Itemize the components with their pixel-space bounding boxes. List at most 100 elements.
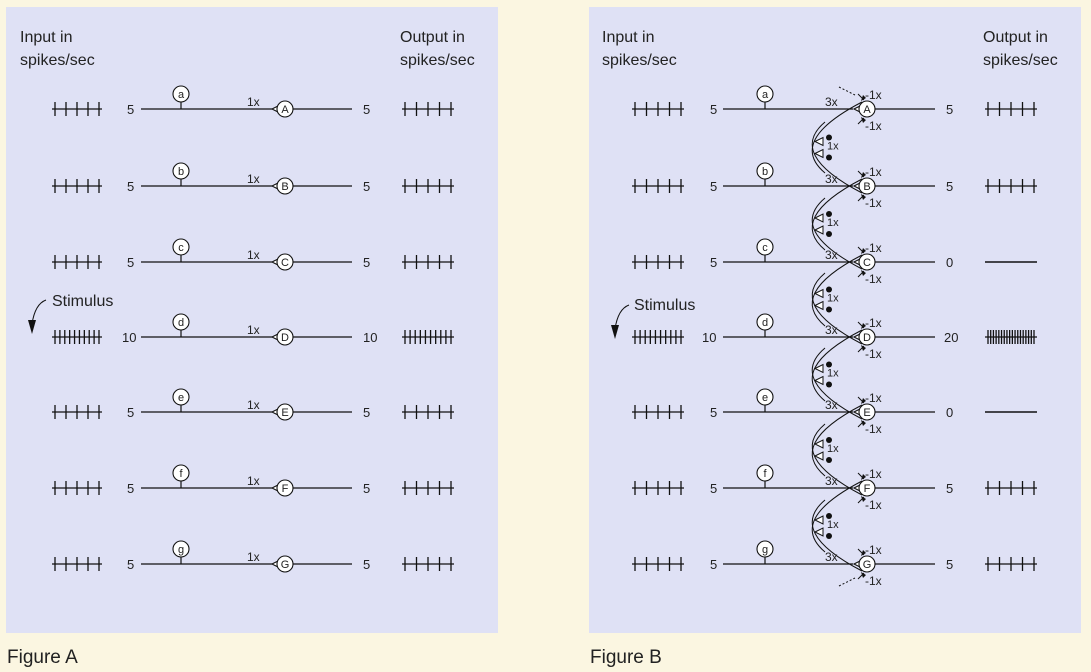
collateral-weight: 1x: [827, 443, 839, 455]
output-rate: 5: [946, 557, 953, 572]
output-spike-train: [985, 481, 1037, 495]
collateral-down: [811, 101, 863, 174]
input-header-line1: Input in: [20, 29, 72, 46]
input-cell-b: [172, 162, 190, 180]
input-cell-b: [756, 162, 774, 180]
collateral-synapse: [813, 300, 824, 311]
input-rate: 5: [127, 405, 134, 420]
input-cell-label: f: [179, 468, 183, 480]
inhibitory-interneuron-dot: [826, 381, 832, 388]
inhibitory-synapse: [861, 572, 866, 578]
stimulus-label: Stimulus: [52, 293, 113, 310]
collateral-synapse: [813, 375, 824, 386]
input-rate: 5: [710, 405, 717, 420]
output-rate: 5: [363, 481, 370, 496]
output-header-line2: spikes/sec: [983, 52, 1058, 69]
collateral-up: [811, 197, 863, 270]
input-header-line1: Input in: [602, 29, 654, 46]
output-spike-train: [402, 102, 454, 116]
output-cell-label: C: [281, 257, 289, 269]
collateral-up: [811, 121, 863, 194]
input-cell-a: [756, 85, 774, 103]
output-cell-label: F: [282, 483, 289, 495]
collateral-synapse: [813, 451, 824, 461]
excitatory-weight: 3x: [825, 550, 838, 564]
output-rate: 5: [946, 102, 953, 117]
excitatory-weight: 3x: [825, 172, 838, 186]
inhibitory-synapse: [861, 117, 866, 123]
collateral-weight: 1x: [827, 293, 839, 305]
excitatory-weight: 3x: [825, 248, 838, 262]
input-rate: 10: [122, 330, 136, 345]
synapse-weight: 1x: [247, 172, 260, 186]
collateral-up: [811, 347, 863, 420]
inhibitory-synapse: [861, 95, 866, 101]
input-cell-a: [172, 85, 190, 103]
stimulus-arrow: [611, 304, 630, 339]
output-header-line2: spikes/sec: [400, 52, 475, 69]
output-cell-label: A: [863, 104, 871, 116]
inhibitory-synapse: [861, 550, 866, 556]
output-spike-train: [402, 557, 454, 571]
inhibitory-interneuron-dot: [826, 306, 832, 313]
input-rate: 5: [710, 255, 717, 270]
figure-a-caption: Figure A: [7, 647, 78, 668]
output-cell-label: F: [864, 483, 871, 495]
input-cell-label: a: [762, 89, 769, 101]
synapse-weight: 1x: [247, 323, 260, 337]
output-rate: 5: [363, 405, 370, 420]
output-rate: 5: [363, 557, 370, 572]
inhibitory-weight-lower: -1x: [865, 196, 882, 210]
inhibitory-weight-lower: -1x: [865, 498, 882, 512]
output-cell-label: D: [281, 332, 289, 344]
output-rate: 5: [363, 179, 370, 194]
inhibitory-weight-upper: -1x: [865, 467, 882, 481]
collateral-synapse: [813, 225, 824, 235]
collateral-continuation: [838, 86, 856, 96]
inhibitory-interneuron-dot: [826, 513, 832, 519]
input-cell-e: [172, 388, 190, 406]
inhibitory-interneuron-dot: [826, 134, 832, 141]
output-spike-train: [402, 179, 454, 193]
inhibitory-synapse: [861, 323, 866, 329]
collateral-up: [811, 272, 863, 345]
input-spike-train: [632, 481, 684, 495]
inhibitory-synapse: [861, 248, 866, 254]
synapse-weight: 1x: [247, 474, 260, 488]
output-cell-label: E: [281, 407, 288, 419]
input-header-line2: spikes/sec: [20, 52, 95, 69]
input-cell-d: [172, 313, 190, 331]
collateral-synapse: [813, 288, 824, 299]
input-rate: 5: [127, 179, 134, 194]
output-rate: 20: [944, 330, 958, 345]
output-spike-train: [985, 557, 1037, 571]
input-cell-label: g: [178, 544, 184, 556]
output-rate: 5: [363, 255, 370, 270]
input-spike-train: [52, 102, 102, 116]
inhibitory-weight-upper: -1x: [865, 316, 882, 330]
inhibitory-weight-lower: -1x: [865, 347, 882, 361]
input-spike-train: [632, 405, 684, 419]
output-rate: 5: [946, 481, 953, 496]
input-spike-train: [52, 557, 102, 571]
stimulus-label: Stimulus: [634, 297, 695, 314]
collateral-weight: 1x: [827, 519, 839, 531]
excitatory-weight: 3x: [825, 398, 838, 412]
collateral-synapse: [813, 136, 824, 147]
stimulus-arrowhead: [611, 325, 619, 339]
collateral-synapse: [813, 213, 824, 223]
input-cell-label: e: [178, 392, 184, 404]
inhibitory-interneuron-dot: [826, 154, 832, 161]
output-rate: 0: [946, 405, 953, 420]
input-cell-label: b: [762, 166, 768, 178]
collateral-weight: 1x: [827, 141, 839, 153]
inhibitory-synapse: [861, 345, 866, 351]
input-cell-f: [172, 464, 190, 482]
input-cell-g: [756, 540, 774, 558]
output-spike-train: [402, 405, 454, 419]
inhibitory-synapse: [861, 194, 866, 200]
output-cell-label: B: [863, 181, 870, 193]
excitatory-weight: 3x: [825, 323, 838, 337]
